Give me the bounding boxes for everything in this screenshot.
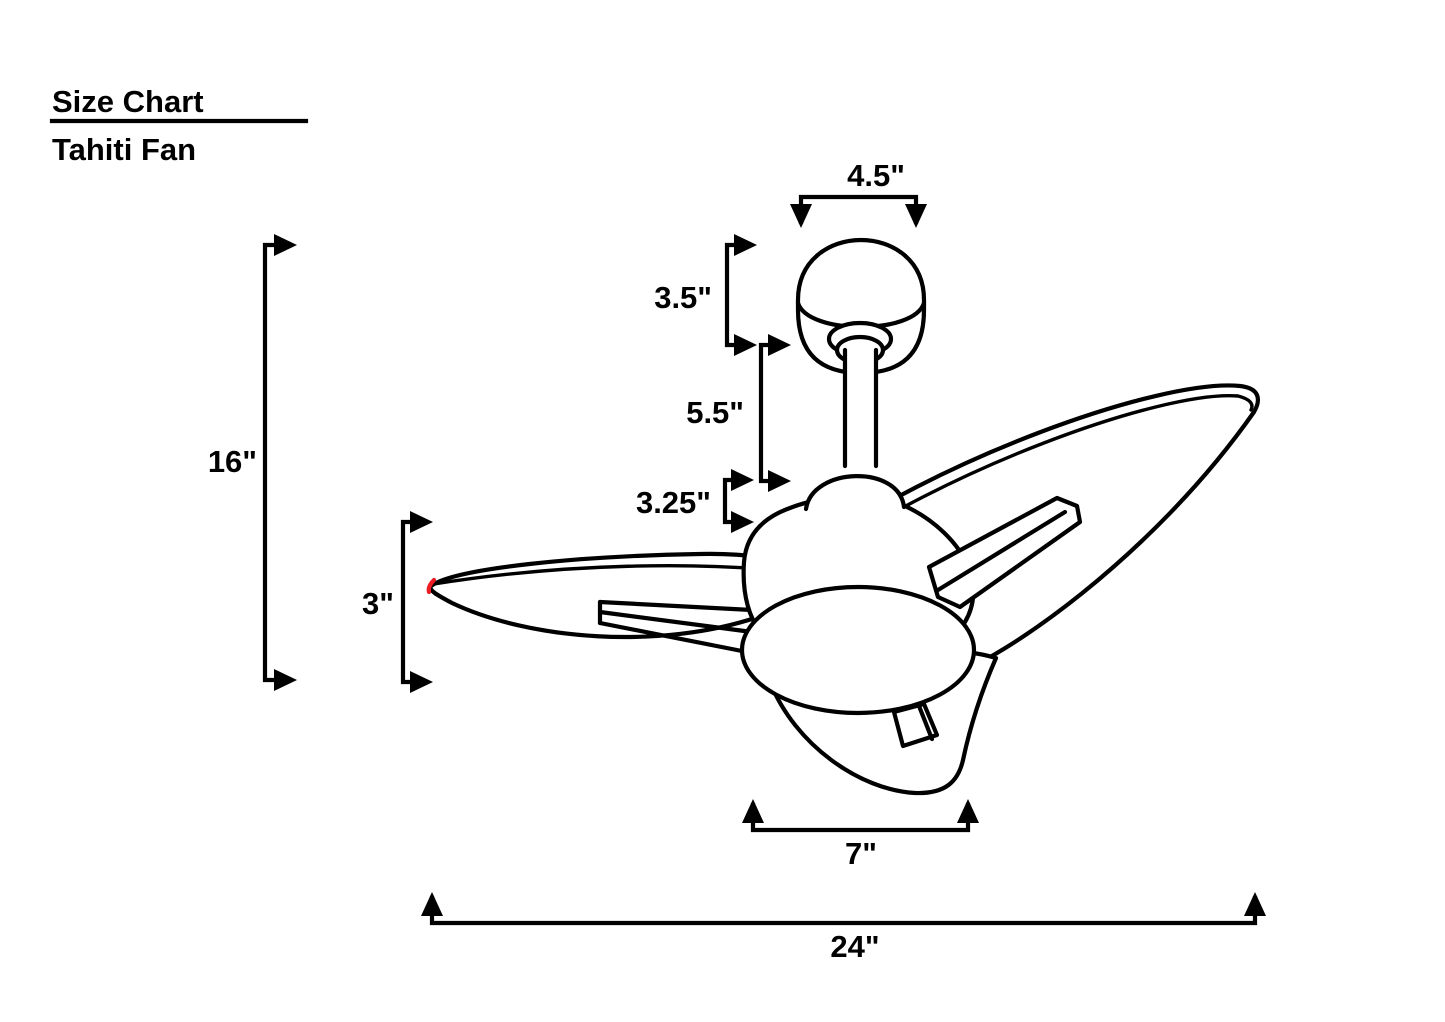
- arrowhead-right: [731, 511, 754, 533]
- ceiling-fan-illustration: [426, 238, 1260, 796]
- light-bowl: [739, 584, 977, 716]
- dimension-bottom-span: 7": [742, 799, 979, 871]
- arrowhead-up: [1244, 892, 1266, 916]
- arrowhead-right: [274, 234, 297, 256]
- dimension-label: 7": [845, 836, 877, 871]
- downrod: [842, 347, 879, 469]
- arrowhead-down: [790, 204, 812, 228]
- dimension-canopy-height: 3.5": [654, 234, 757, 356]
- arrowhead-up: [742, 799, 764, 823]
- arrowhead-right: [274, 669, 297, 691]
- dimension-label: 3": [362, 586, 394, 621]
- mounting-dome: [803, 474, 907, 512]
- dimension-label: 5.5": [686, 395, 744, 430]
- dimension-label: 4.5": [847, 158, 905, 193]
- arrowhead-down: [905, 204, 927, 228]
- blade-iron-bottom: [891, 701, 940, 749]
- arrowhead-up: [957, 799, 979, 823]
- dimension-label: 16": [208, 444, 257, 479]
- blade-iron-left: [597, 599, 755, 656]
- blade-iron-right: [926, 495, 1083, 610]
- dimension-blade-drop: 3": [362, 511, 433, 693]
- arrowhead-right: [410, 671, 433, 693]
- arrowhead-right: [734, 334, 757, 356]
- page-subtitle: Tahiti Fan: [52, 132, 196, 167]
- dimension-overall-height: 16": [208, 234, 297, 691]
- dimension-motor-height: 3.25": [636, 469, 754, 533]
- dimension-canopy-width: 4.5": [790, 158, 927, 228]
- arrowhead-right: [768, 470, 791, 492]
- header: Size Chart Tahiti Fan: [49, 84, 309, 167]
- arrowhead-right: [731, 469, 754, 491]
- arrowhead-right: [768, 334, 791, 356]
- dimension-overall-span: 24": [421, 892, 1266, 964]
- dimension-downrod-length: 5.5": [686, 334, 791, 492]
- arrowhead-right: [410, 511, 433, 533]
- arrowhead-up: [421, 892, 443, 916]
- dimension-label: 3.25": [636, 485, 711, 520]
- dimension-label: 3.5": [654, 280, 712, 315]
- dimension-label: 24": [830, 929, 879, 964]
- page-title: Size Chart: [52, 84, 204, 119]
- blade-tip-red-accent: [426, 577, 437, 595]
- arrowhead-right: [734, 234, 757, 256]
